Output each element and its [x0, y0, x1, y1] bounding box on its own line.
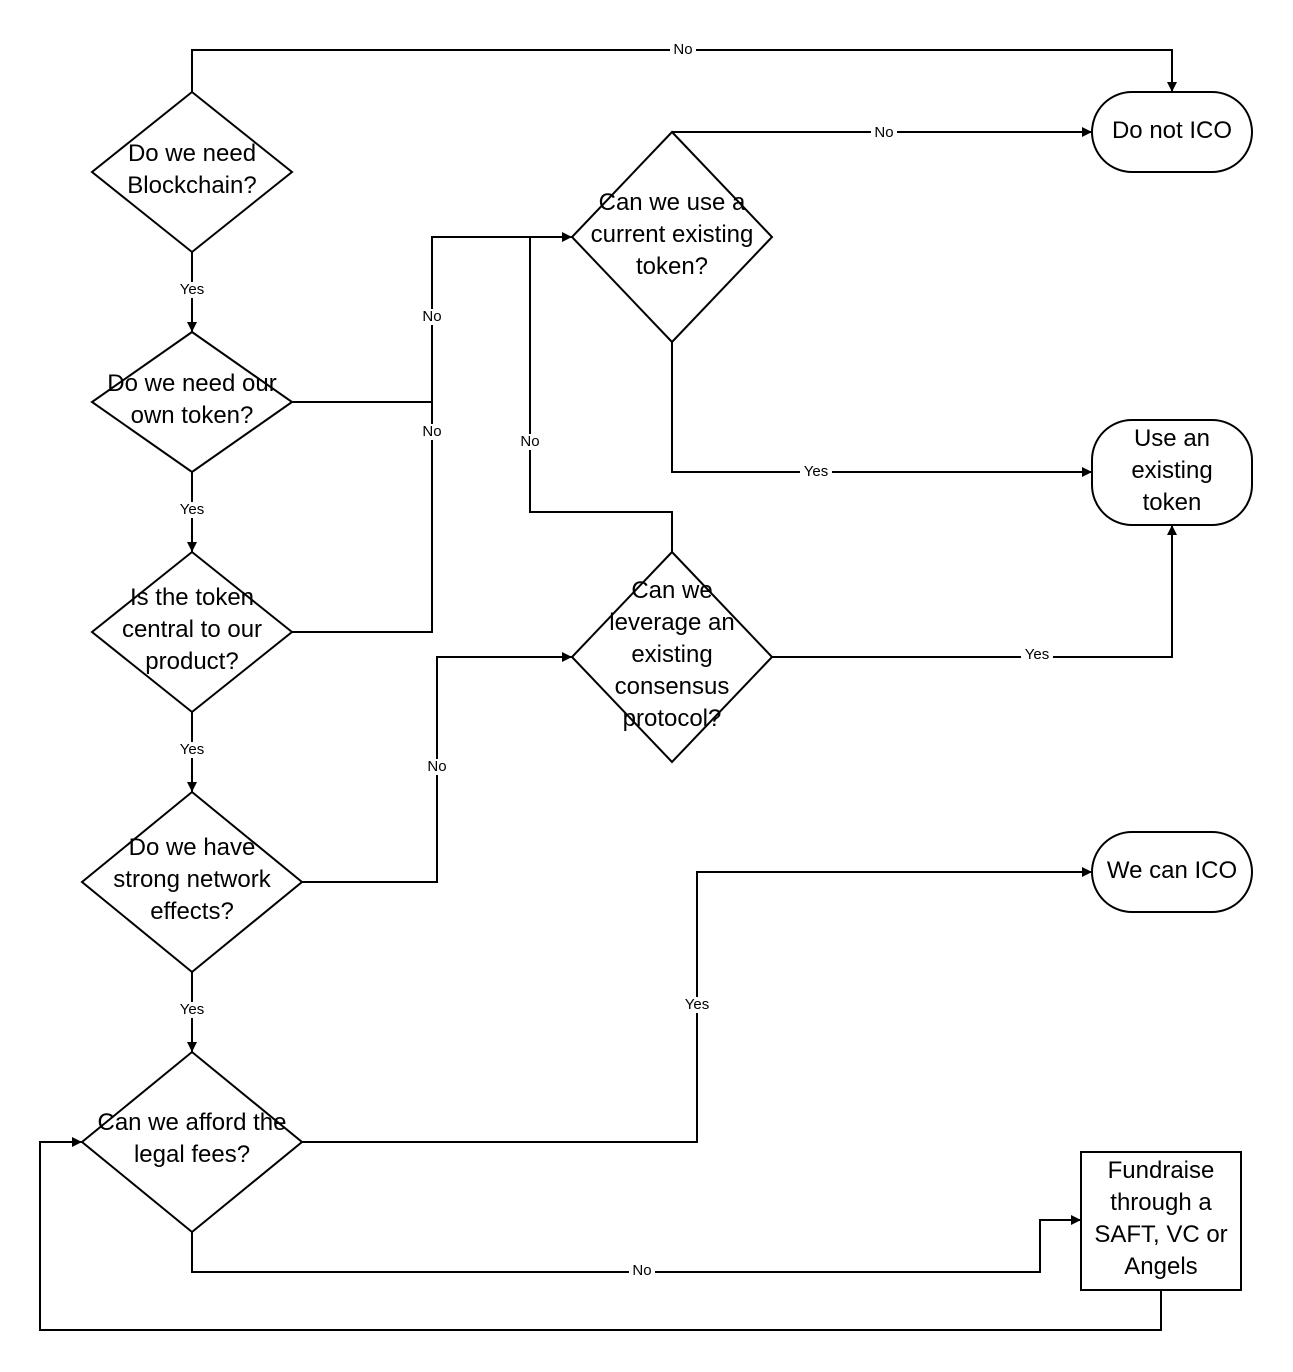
svg-text:Do not ICO: Do not ICO: [1112, 117, 1232, 144]
node-text: Can we use a: [599, 189, 746, 216]
decision-legal-fees: Can we afford the legal fees?: [80, 1050, 304, 1234]
node-text: through a: [1110, 1189, 1212, 1216]
node-text: token: [1143, 489, 1202, 516]
edge-label: Yes: [180, 501, 204, 518]
node-text: SAFT, VC or: [1094, 1221, 1227, 1248]
node-text: Can we: [631, 577, 712, 604]
node-text: current existing: [591, 221, 754, 248]
node-text: leverage an: [609, 609, 734, 636]
process-fundraise: Fundraise through a SAFT, VC or Angels: [1080, 1151, 1242, 1291]
node-text: central to our: [122, 616, 262, 643]
node-text: Angels: [1124, 1253, 1197, 1280]
edge-label: No: [422, 423, 441, 440]
edge-label: Yes: [180, 741, 204, 758]
edge-label: No: [632, 1262, 651, 1279]
edge-label: No: [874, 124, 893, 141]
terminal-do-not-ico: Do not ICO: [1091, 91, 1253, 173]
edge-label: No: [673, 41, 692, 58]
edge-fundraise-loop: [39, 1137, 1162, 1331]
edge-consensus-no: [529, 237, 673, 552]
node-text: product?: [145, 648, 238, 675]
edge-existing-yes: [671, 342, 1092, 477]
node-text: Can we afford the: [97, 1109, 286, 1136]
node-text: Do we need our: [107, 370, 276, 397]
edge-label: No: [520, 433, 539, 450]
edge-label: Yes: [1025, 646, 1049, 663]
terminal-we-can-ico: We can ICO: [1091, 831, 1253, 913]
node-text: consensus: [615, 673, 730, 700]
edge-label: No: [422, 308, 441, 325]
node-text: protocol?: [623, 705, 722, 732]
edge-central-no: [292, 402, 433, 633]
decision-network-effects: Do we have strong network effects?: [80, 790, 304, 974]
node-text: Do we have: [129, 834, 256, 861]
edge-label: Yes: [180, 281, 204, 298]
edge-legal-no: [191, 1215, 1081, 1273]
node-text: own token?: [131, 402, 254, 429]
edge-label: Yes: [180, 1001, 204, 1018]
node-text: Do not ICO: [1112, 117, 1232, 144]
node-text: Is the token: [130, 584, 254, 611]
edge-consensus-yes: [772, 525, 1177, 658]
edge-labels: No Yes No Yes No Yes No Yes Yes No No Ye…: [176, 41, 1053, 1279]
node-text: token?: [636, 253, 708, 280]
decision-existing-token: Can we use a current existing token?: [570, 130, 774, 344]
node-text: We can ICO: [1107, 857, 1237, 884]
node-text: Fundraise: [1108, 1157, 1215, 1184]
node-text: effects?: [150, 898, 234, 925]
node-text: legal fees?: [134, 1141, 250, 1168]
node-text: Use an: [1134, 425, 1210, 452]
node-text: existing: [1131, 457, 1212, 484]
decision-consensus: Can we leverage an existing consensus protoc…: [570, 550, 774, 764]
terminal-use-existing-token: Use an existing token: [1091, 419, 1253, 526]
edge-label: No: [427, 758, 446, 775]
node-text: Blockchain?: [127, 172, 256, 199]
edge-label: Yes: [685, 996, 709, 1013]
decision-token-central: Is the token central to our product?: [90, 550, 294, 714]
decision-own-token: Do we need our own token?: [90, 330, 294, 474]
node-text: strong network: [113, 866, 271, 893]
svg-text:We can ICO: We can ICO: [1107, 857, 1237, 884]
edge-label: Yes: [804, 463, 828, 480]
node-text: Do we need: [128, 140, 256, 167]
node-text: existing: [631, 641, 712, 668]
